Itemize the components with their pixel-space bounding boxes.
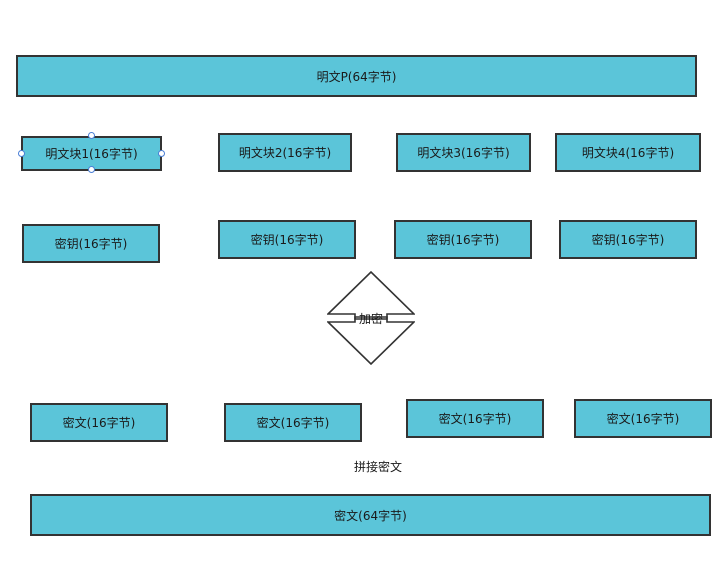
ciphertext-box[interactable]: 密文(64字节) (30, 494, 711, 536)
ciphertext-label: 密文(64字节) (334, 508, 407, 523)
encrypt-label: 加密 (358, 312, 383, 326)
key-box-1[interactable]: 密钥(16字节) (22, 224, 160, 263)
concat-label: 拼接密文 (354, 460, 403, 474)
ciphertext-block-3[interactable]: 密文(16字节) (406, 399, 544, 438)
key-box-1-label: 密钥(16字节) (54, 237, 128, 251)
ciphertext-block-1[interactable]: 密文(16字节) (30, 403, 168, 442)
plaintext-block-4-label: 明文块4(16字节) (581, 146, 675, 160)
key-box-4-label: 密钥(16字节) (591, 233, 665, 247)
plaintext-block-1-label: 明文块1(16字节) (45, 147, 138, 161)
plaintext-block-2-label: 明文块2(16字节) (238, 146, 332, 160)
encrypt-diamond[interactable] (327, 271, 415, 365)
ciphertext-block-2-label: 密文(16字节) (256, 416, 330, 430)
plaintext-block-3-label: 明文块3(16字节) (417, 146, 510, 160)
plaintext-box[interactable]: 明文P(64字节) (16, 55, 697, 97)
selection-handle-top[interactable] (88, 132, 95, 139)
plaintext-block-2[interactable]: 明文块2(16字节) (218, 133, 352, 172)
ciphertext-block-3-label: 密文(16字节) (438, 412, 512, 426)
ciphertext-block-2[interactable]: 密文(16字节) (224, 403, 362, 442)
selection-handle-right[interactable] (158, 150, 165, 157)
selection-handle-bottom[interactable] (88, 166, 95, 173)
key-box-4[interactable]: 密钥(16字节) (559, 220, 697, 259)
ciphertext-block-1-label: 密文(16字节) (62, 416, 136, 430)
selection-handle-left[interactable] (18, 150, 25, 157)
ciphertext-block-4-label: 密文(16字节) (606, 412, 680, 426)
key-box-2[interactable]: 密钥(16字节) (218, 220, 356, 259)
plaintext-block-3[interactable]: 明文块3(16字节) (396, 133, 531, 172)
key-box-3-label: 密钥(16字节) (426, 233, 500, 247)
key-box-2-label: 密钥(16字节) (250, 233, 324, 247)
plaintext-block-4[interactable]: 明文块4(16字节) (555, 133, 701, 172)
key-box-3[interactable]: 密钥(16字节) (394, 220, 532, 259)
plaintext-label: 明文P(64字节) (316, 69, 397, 84)
encrypt-diamond-bottom (327, 316, 415, 365)
ciphertext-block-4[interactable]: 密文(16字节) (574, 399, 712, 438)
